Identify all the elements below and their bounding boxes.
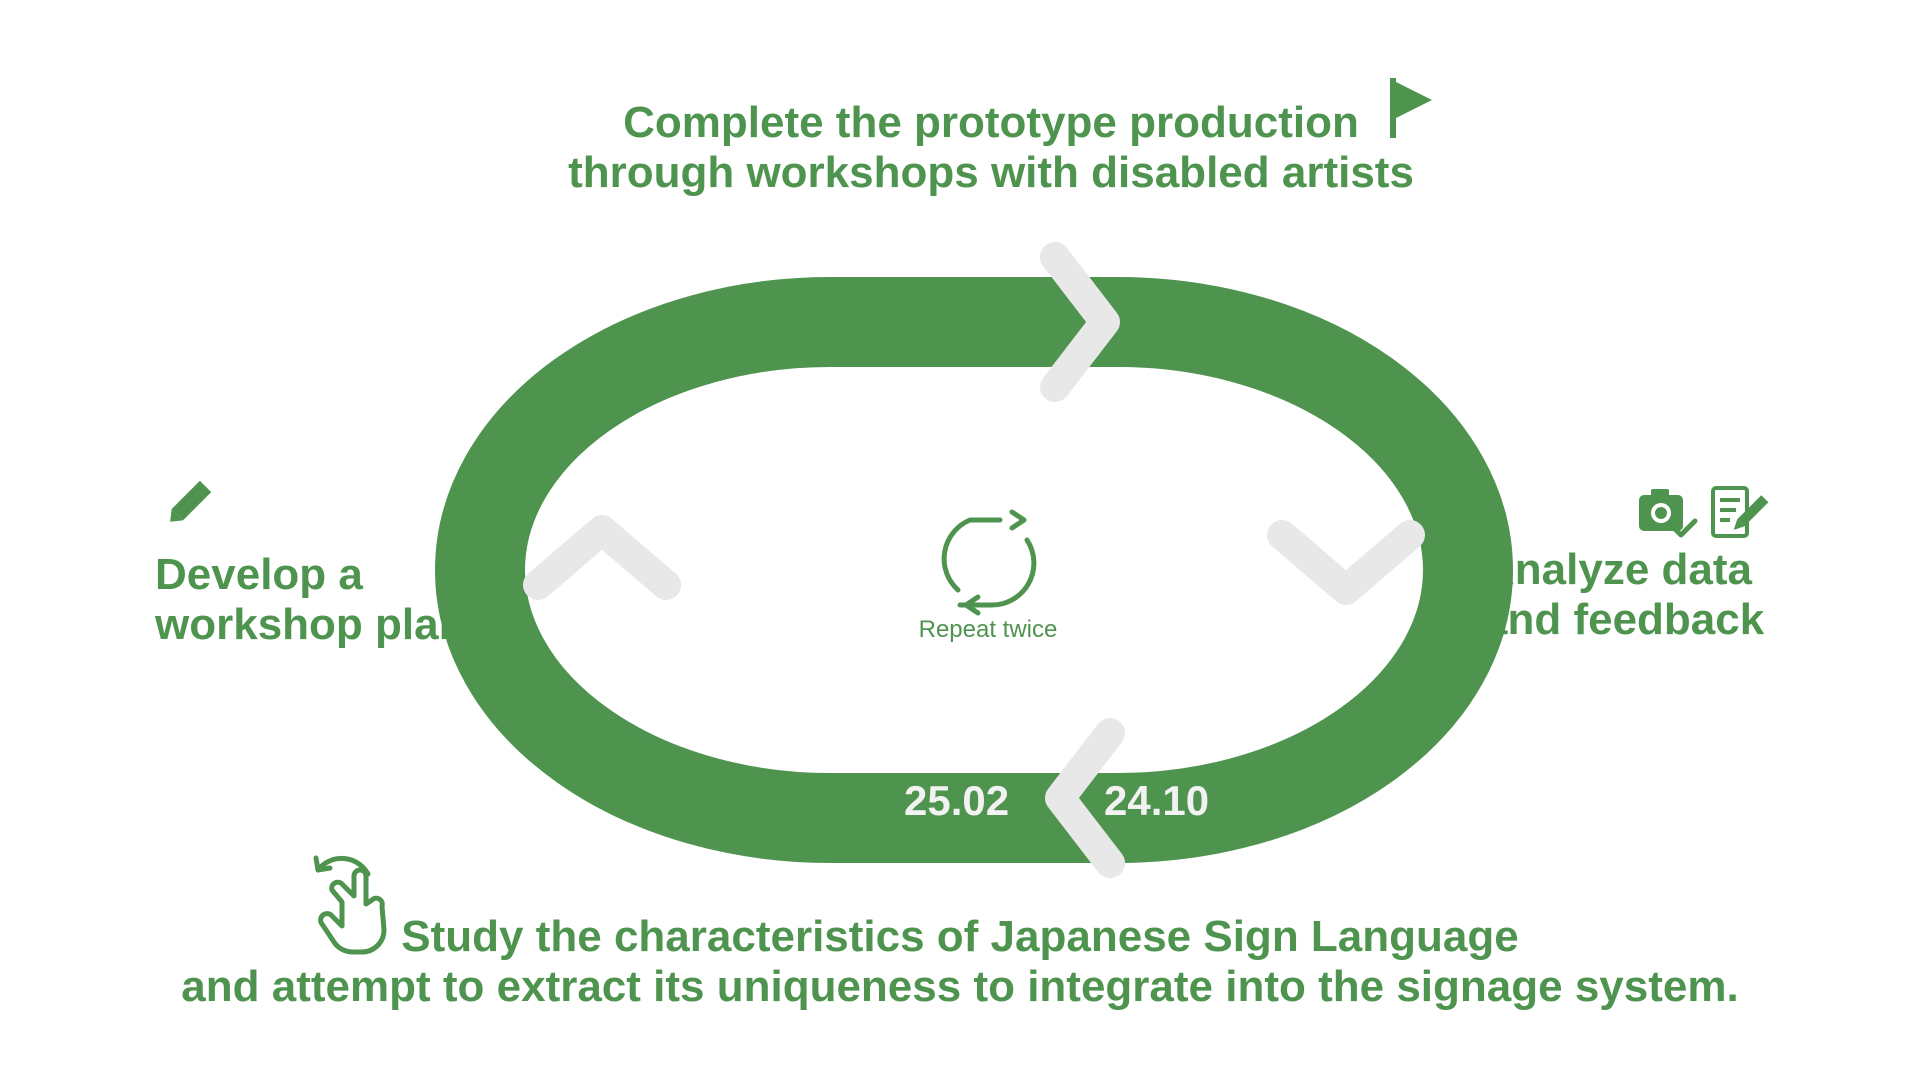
step-bottom-line1: Study the characteristics of Japanese Si… bbox=[401, 912, 1519, 961]
step-label-right: Analyze data and feedback bbox=[1483, 545, 1764, 645]
pencil-icon bbox=[170, 480, 212, 522]
chevron-left-arrow-bottom bbox=[1045, 718, 1125, 878]
flag-icon bbox=[1390, 78, 1432, 138]
hand-swipe-icon bbox=[313, 855, 387, 955]
step-right-line1: Analyze data bbox=[1483, 545, 1752, 594]
chevron-down-arrow-right bbox=[1267, 520, 1425, 605]
step-left-line2: workshop plan bbox=[155, 600, 466, 649]
camera-check-icon bbox=[1639, 489, 1698, 538]
step-bottom-line2: and attempt to extract its uniqueness to… bbox=[181, 962, 1739, 1011]
step-label-left: Develop a workshop plan bbox=[155, 550, 465, 650]
step-top-line1: Complete the prototype production bbox=[623, 98, 1359, 147]
step-label-top: Complete the prototype production throug… bbox=[556, 98, 1426, 198]
chevron-up-arrow-left bbox=[523, 515, 681, 600]
step-right-line2: and feedback bbox=[1483, 595, 1765, 644]
cycle-loop-track bbox=[435, 277, 1513, 863]
step-top-line2: through workshops with disabled artists bbox=[568, 148, 1414, 197]
repeat-caption: Repeat twice bbox=[918, 616, 1058, 643]
step-label-bottom: Study the characteristics of Japanese Si… bbox=[100, 912, 1820, 1012]
date-start-label: 25.02 bbox=[904, 777, 1010, 824]
date-end-label: 24.10 bbox=[1104, 777, 1210, 824]
chevron-right-arrow-top bbox=[1040, 242, 1120, 402]
repeat-cycle-icon bbox=[941, 509, 1037, 616]
step-left-line1: Develop a bbox=[155, 550, 363, 599]
document-edit-icon bbox=[1711, 486, 1768, 538]
